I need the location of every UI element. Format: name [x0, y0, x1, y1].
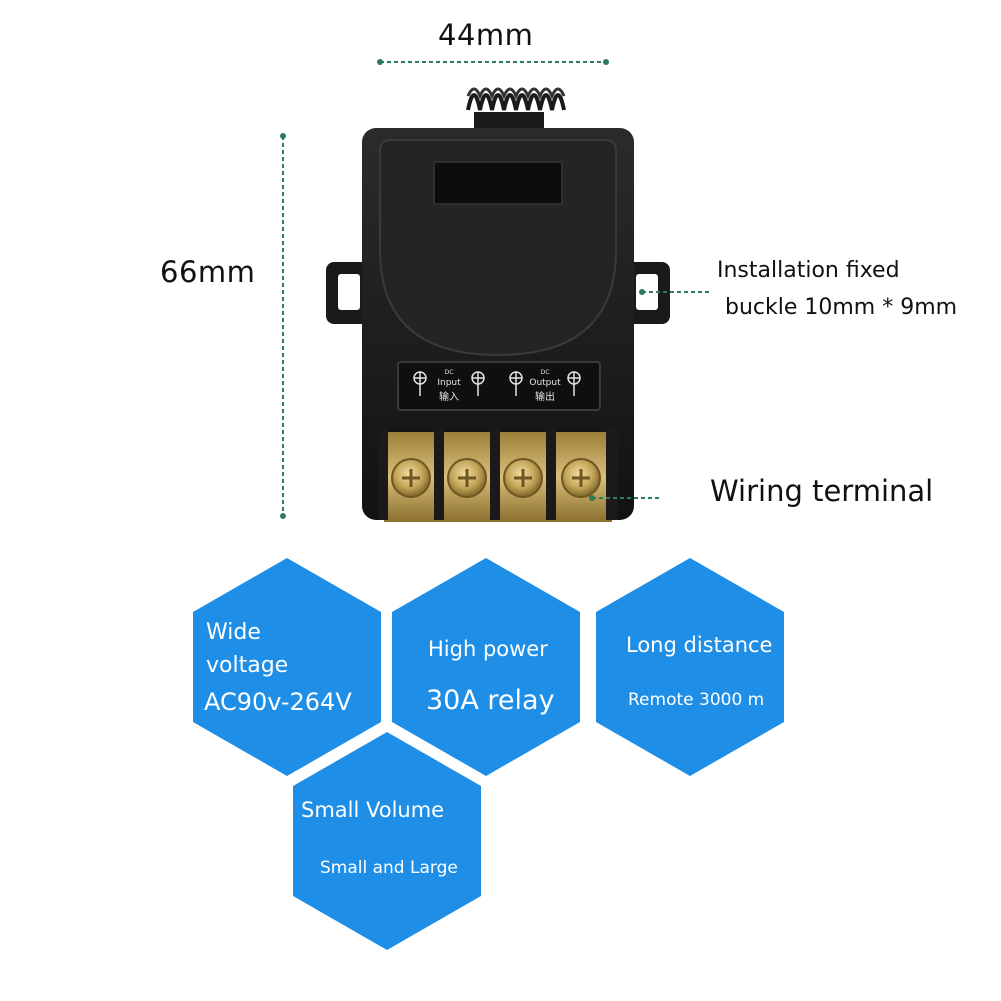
hex-small-volume — [293, 732, 481, 950]
input-label-cn: 输入 — [439, 390, 459, 403]
terminal-callout-label: Wiring terminal — [710, 474, 934, 508]
small-volume-title: Small Volume — [301, 798, 445, 822]
height-dimension-label: 66mm — [160, 255, 256, 289]
output-label-cn: 输出 — [535, 390, 555, 403]
relay-device-illustration: DC Input 输入 DC Output 输出 — [280, 59, 712, 522]
long-distance-title: Long distance — [626, 633, 773, 657]
left-buckle-hole — [338, 274, 360, 310]
output-label: Output — [529, 378, 561, 388]
antenna-coil — [466, 87, 566, 132]
terminal-symbols — [413, 371, 581, 396]
input-label: Input — [437, 378, 461, 388]
terminal-screws — [391, 458, 601, 498]
terminal-callout-line — [589, 495, 662, 501]
hex-high-power — [392, 558, 580, 776]
buckle-callout-line — [639, 289, 712, 295]
input-dc-label: DC — [445, 369, 454, 376]
hex-wide-voltage — [193, 558, 381, 776]
high-power-title: High power — [428, 637, 548, 661]
right-buckle-hole — [636, 274, 658, 310]
wide-voltage-detail: AC90v-264V — [204, 688, 352, 716]
width-dimension-label: 44mm — [438, 18, 534, 52]
output-dc-label: DC — [541, 369, 550, 376]
long-distance-detail: Remote 3000 m — [628, 690, 765, 710]
buckle-callout-line2: buckle 10mm * 9mm — [725, 295, 958, 320]
label-window — [433, 161, 563, 205]
high-power-detail: 30A relay — [426, 685, 555, 716]
height-dimension-line — [280, 133, 286, 519]
small-volume-detail: Small and Large — [320, 858, 458, 878]
wide-voltage-line1: Wide — [206, 620, 261, 645]
width-dimension-line — [377, 59, 609, 65]
hex-long-distance — [596, 558, 784, 776]
terminal-label-plate — [397, 361, 601, 411]
buckle-callout-line1: Installation fixed — [717, 258, 900, 283]
wide-voltage-line2: voltage — [206, 653, 289, 678]
